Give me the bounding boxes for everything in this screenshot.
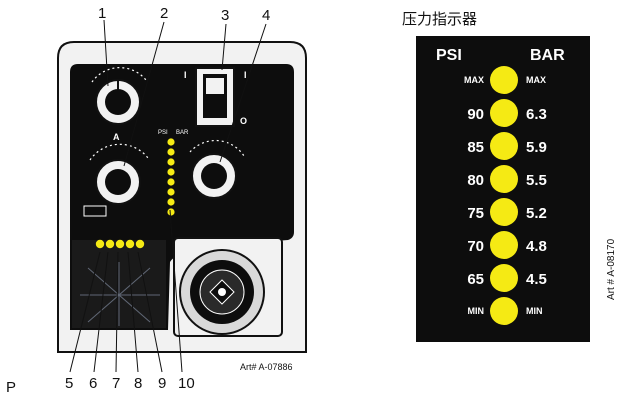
status-led — [135, 239, 145, 249]
row-psi-value: 85 — [467, 139, 484, 156]
indicator-title: 压力指示器 — [402, 10, 477, 28]
header-bar: BAR — [530, 47, 565, 64]
mini-led — [167, 158, 175, 166]
row-bar-value: MIN — [526, 306, 543, 316]
mini-led — [167, 198, 175, 206]
switch-mark-off: O — [240, 116, 247, 126]
status-led-row — [95, 239, 145, 249]
callout-6: 6 — [89, 375, 97, 392]
voltage-knob[interactable] — [189, 139, 245, 199]
callout-8: 8 — [134, 375, 142, 392]
mini-led — [167, 168, 175, 176]
mini-led-column — [167, 138, 175, 216]
row-bar-value: 5.2 — [526, 205, 547, 222]
row-led — [490, 165, 518, 193]
row-bar-value: 4.5 — [526, 271, 547, 288]
status-led — [105, 239, 115, 249]
row-psi-value: 75 — [467, 205, 484, 222]
header-psi: PSI — [436, 47, 462, 64]
row-led — [490, 231, 518, 259]
corner-mark: P — [6, 379, 16, 396]
row-led — [490, 99, 518, 127]
row-led — [490, 297, 518, 325]
callout-4: 4 — [262, 7, 270, 24]
row-bar-value: MAX — [526, 75, 546, 85]
mini-led — [167, 188, 175, 196]
callout-1: 1 — [98, 5, 106, 22]
indicator-art-label: Art # A-08170 — [606, 238, 617, 300]
torch-connector[interactable] — [173, 237, 283, 337]
panel-art-label: Art# A-07886 — [240, 362, 293, 372]
callout-5: 5 — [65, 375, 73, 392]
row-psi-value: 70 — [467, 238, 484, 255]
switch-mark-on-2: I — [244, 70, 247, 80]
row-bar-value: 6.3 — [526, 106, 547, 123]
callout-9: 9 — [158, 375, 166, 392]
status-led — [115, 239, 125, 249]
callout-2: 2 — [160, 5, 168, 22]
control-panel: A PSI BAR I I O — [6, 5, 307, 396]
current-knob[interactable]: A — [91, 67, 147, 142]
status-led — [125, 239, 135, 249]
row-led — [490, 264, 518, 292]
row-psi-value: MIN — [468, 306, 485, 316]
row-bar-value: 4.8 — [526, 238, 547, 255]
leader-lines — [69, 19, 267, 373]
mini-led — [167, 208, 175, 216]
row-led — [490, 198, 518, 226]
callout-7: 7 — [112, 375, 120, 392]
row-led — [490, 66, 518, 94]
row-bar-value: 5.9 — [526, 139, 547, 156]
mini-led — [167, 148, 175, 156]
mini-bar-label: BAR — [176, 130, 189, 136]
mini-psi-label: PSI — [158, 130, 168, 136]
row-psi-value: 80 — [467, 172, 484, 189]
mini-led — [167, 138, 175, 146]
mini-led — [167, 178, 175, 186]
row-bar-value: 5.5 — [526, 172, 547, 189]
wire-speed-knob[interactable] — [83, 143, 149, 217]
row-led — [490, 132, 518, 160]
mini-pressure-scale: PSI BAR — [158, 130, 189, 216]
status-led — [95, 239, 105, 249]
power-switch[interactable]: I I O — [184, 67, 247, 127]
callout-3: 3 — [221, 7, 229, 24]
dial-a-mark: A — [113, 132, 120, 142]
row-psi-value: MAX — [464, 75, 484, 85]
pressure-indicator: 压力指示器 PSI BAR MAX MAX 90 6.3 85 5.9 80 5.5 75 5.2… — [402, 10, 617, 342]
row-psi-value: 90 — [467, 106, 484, 123]
row-psi-value: 65 — [467, 271, 484, 288]
callout-10: 10 — [178, 375, 195, 392]
switch-mark-on: I — [184, 70, 187, 80]
